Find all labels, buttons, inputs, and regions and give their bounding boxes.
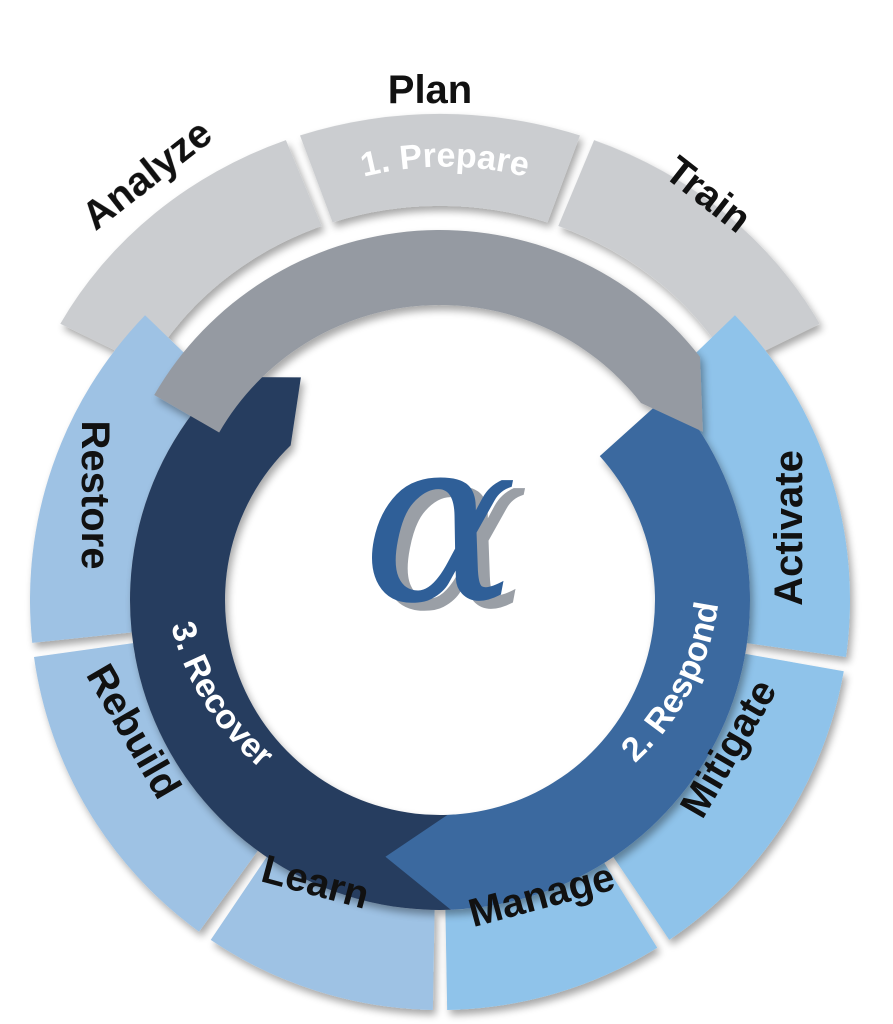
segment-rebuild	[33, 643, 258, 932]
segment-plan	[300, 113, 580, 223]
segment-analyze	[60, 140, 322, 367]
alpha-logo-icon: α α	[362, 388, 529, 663]
segment-mitigate	[613, 653, 844, 940]
segment-label-plan: Plan	[388, 68, 472, 112]
segment-manage	[445, 862, 658, 1010]
phase-arc-respond	[385, 392, 751, 910]
segment-label-restore: Restore	[73, 421, 117, 570]
svg-text:α: α	[362, 388, 517, 655]
svg-text:α: α	[374, 396, 529, 663]
segment-label-activate: Activate	[767, 450, 811, 606]
segment-activate	[662, 315, 850, 658]
phase-arc-prepare	[154, 230, 703, 433]
segment-learn	[210, 857, 435, 1010]
phase-arc-recover	[129, 377, 451, 911]
segment-train	[558, 140, 820, 367]
